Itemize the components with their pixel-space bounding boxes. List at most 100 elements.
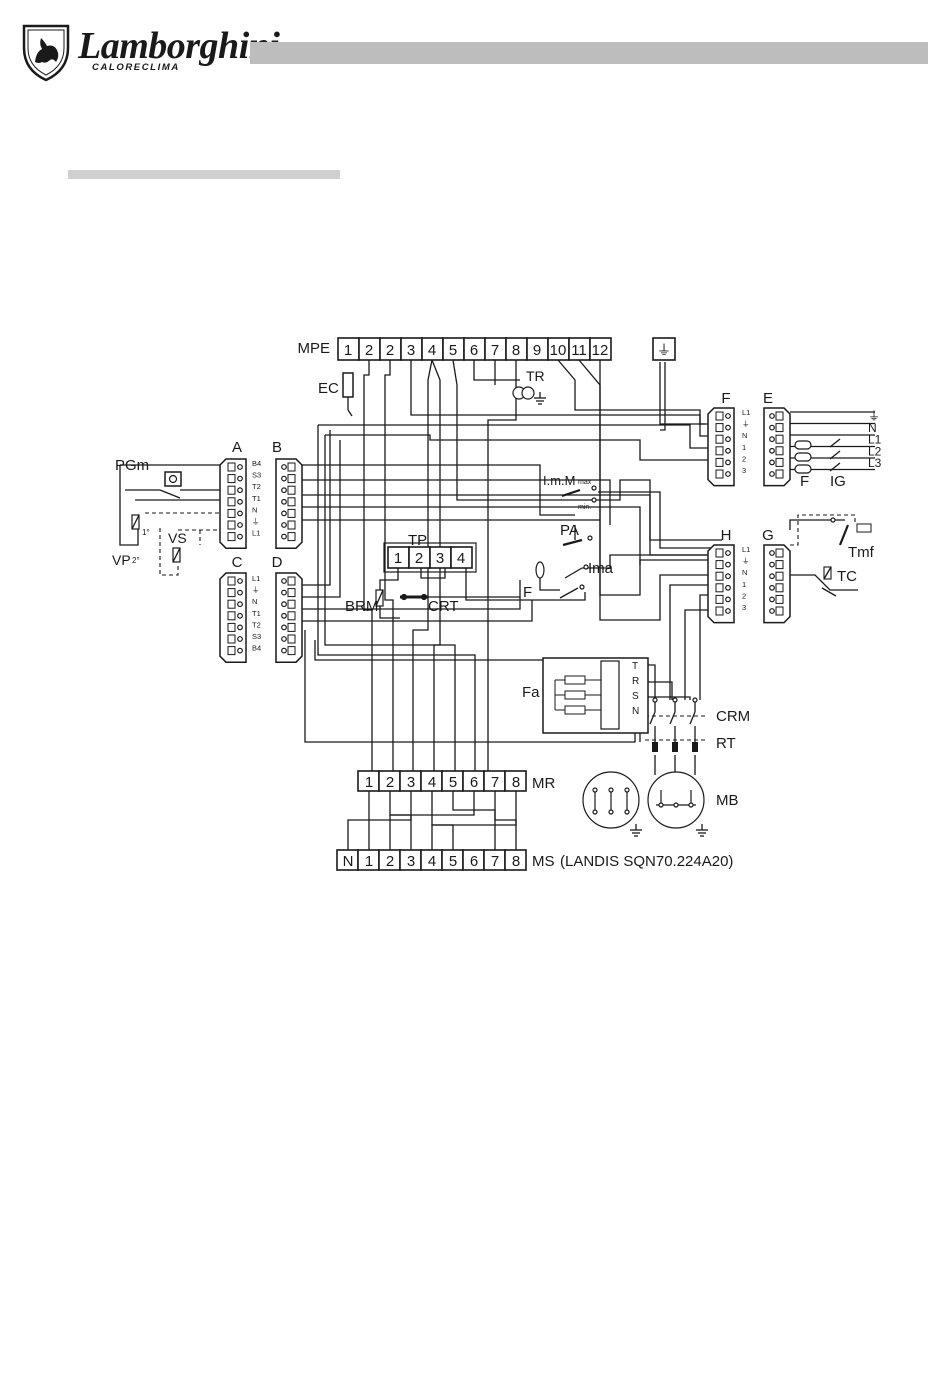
connector-e-pin-node xyxy=(769,459,775,466)
connector-a-pin-node xyxy=(237,464,243,470)
connector-h-pin-node xyxy=(725,608,731,614)
pa-label: PA xyxy=(560,522,579,539)
connector-g-pin-node xyxy=(769,573,775,580)
connector-a-label: A xyxy=(232,439,242,456)
brand-subtitle: CALORECLIMA xyxy=(92,62,180,73)
crm-contact xyxy=(689,711,696,725)
connector-b-pin-label: N xyxy=(252,505,257,514)
connector-g-pin xyxy=(775,594,784,604)
crm-node xyxy=(672,697,678,703)
mpe-terminal-label: 6 xyxy=(470,342,478,359)
connector-b-pin-label: B4 xyxy=(252,459,261,468)
connector-c-pin-node xyxy=(237,601,243,608)
imm-node xyxy=(591,497,597,503)
connector-b-pin-node xyxy=(281,475,287,482)
mr-label: MR xyxy=(532,775,555,792)
ms-terminal-label: 1 xyxy=(365,853,373,870)
connector-f-pin-node xyxy=(725,413,731,419)
supply-line-label: L2 xyxy=(868,444,882,458)
mr-terminal-label: 6 xyxy=(470,774,478,791)
mr-motor-node xyxy=(592,809,598,815)
tp-cell xyxy=(450,546,473,569)
connector-h-pin xyxy=(715,594,724,604)
wire-mpe-ground-b xyxy=(659,362,705,425)
mr-motor-node xyxy=(624,787,630,793)
brm-label: BRM xyxy=(345,598,378,615)
connector-b-pin-node xyxy=(281,487,287,494)
mpe-label: MPE xyxy=(297,340,330,357)
fuse-icon xyxy=(794,464,812,474)
crm-contact xyxy=(669,711,676,725)
connector-d-pin xyxy=(287,646,296,656)
fa-block xyxy=(600,660,620,730)
connector-d-pin-node xyxy=(281,624,287,631)
connector-c-pin-node xyxy=(237,612,243,619)
crt-label: CRT xyxy=(428,598,459,615)
mb-label: MB xyxy=(716,792,739,809)
crm-label: CRM xyxy=(716,708,750,725)
connector-a-pin xyxy=(227,497,236,507)
connector-a-pin xyxy=(227,508,236,518)
connector-a-pin-node xyxy=(237,522,243,528)
tmf-coil xyxy=(856,523,872,533)
wire-mpe-2a xyxy=(363,360,373,775)
connector-f-pin xyxy=(715,469,724,479)
connector-h-pin-node xyxy=(725,596,731,603)
connector-f-pin-node xyxy=(725,447,731,454)
connector-a-pin xyxy=(227,485,236,495)
connector-e-pin xyxy=(775,446,784,456)
rt-element xyxy=(672,742,678,752)
ima-node xyxy=(583,564,589,570)
connector-c-pin xyxy=(227,622,236,632)
connector-f-pin-node xyxy=(725,436,731,443)
mr-terminal-label: 2 xyxy=(386,774,394,791)
ig-switch-label: IG xyxy=(830,473,846,490)
wire-b-t2 xyxy=(296,464,575,516)
connector-c-pin-node xyxy=(237,624,243,631)
f-switch-node xyxy=(579,584,585,590)
connector-c-pin xyxy=(227,634,236,644)
tp-cell-label: 4 xyxy=(457,550,465,567)
crm-contact xyxy=(649,711,656,725)
connector-e-pin-node xyxy=(769,436,775,443)
crt-node xyxy=(420,593,428,601)
mpe-terminal-label: 4 xyxy=(428,342,436,359)
mr-terminal-label: 3 xyxy=(407,774,415,791)
connector-f-pin xyxy=(715,446,724,456)
vp-coil-slash xyxy=(131,514,140,530)
mr-motor-node xyxy=(608,787,614,793)
connector-e-pin-node xyxy=(769,471,775,477)
ec-lead xyxy=(347,409,353,417)
tr-coil-2 xyxy=(521,386,535,400)
mpe-terminal-label: 12 xyxy=(592,342,609,359)
connector-e-pin xyxy=(775,434,784,444)
vs-coil-slash xyxy=(172,547,181,563)
connector-c-pin-node xyxy=(237,636,243,642)
connector-h-pin-node xyxy=(725,561,731,568)
wire-ima xyxy=(582,554,722,569)
connector-d-pin xyxy=(287,599,296,609)
vp-second-stage-label: 2° xyxy=(132,556,140,565)
fa-resistor xyxy=(564,705,586,715)
wire-mpe-2b xyxy=(384,360,394,775)
connector-h-pin xyxy=(715,606,724,616)
imm-node xyxy=(591,485,597,491)
connector-d-pin-node xyxy=(281,647,287,654)
connector-b-pin-node xyxy=(281,498,287,505)
fa-label: Fa xyxy=(522,684,540,701)
mpe-terminal-label: 10 xyxy=(550,342,567,359)
pgm-label: PGm xyxy=(115,457,149,474)
connector-f-pin-label: L1 xyxy=(742,408,750,417)
connector-h-pin xyxy=(715,571,724,581)
vp-first-stage-label: 1° xyxy=(142,528,150,537)
wire-tp-1 xyxy=(379,568,399,590)
mpe-ground-terminal xyxy=(652,337,676,361)
connector-d-pin xyxy=(287,622,296,632)
ms-terminal-label: 4 xyxy=(428,853,436,870)
wire-mr-ms-7 xyxy=(431,790,517,850)
brand-wordmark: Lamborghini xyxy=(78,25,280,67)
connector-f-pin-label: ⏚ xyxy=(742,420,750,429)
connector-e-pin-node xyxy=(769,424,775,431)
connector-a-pin xyxy=(227,520,236,530)
wires xyxy=(119,359,875,850)
